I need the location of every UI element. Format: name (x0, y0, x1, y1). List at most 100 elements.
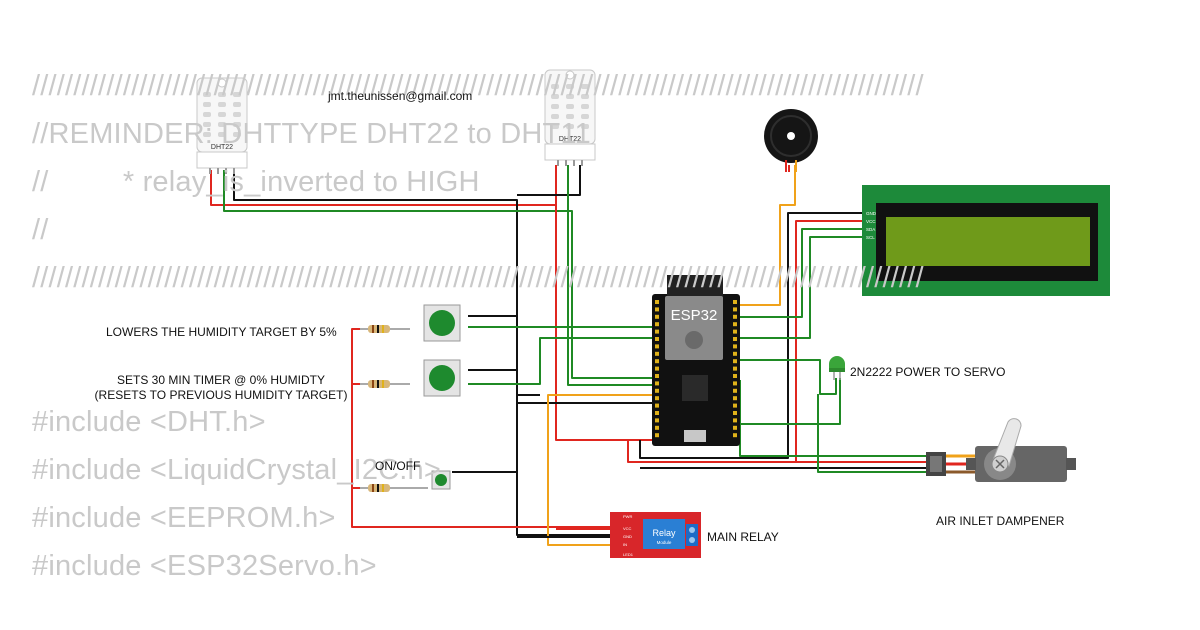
wire-dht1-data (223, 170, 658, 379)
resistor-1 (360, 325, 410, 333)
push-button-on-off[interactable] (431, 470, 451, 490)
esp32-pin (655, 329, 659, 334)
label-timer-line-1: SETS 30 MIN TIMER @ 0% HUMIDTY (117, 373, 325, 387)
esp32-pin (655, 388, 659, 393)
sensor2-label: DHT22 (559, 136, 581, 143)
esp32-pin (733, 366, 737, 371)
wire-lcd-sda (740, 228, 862, 318)
esp32-pin (655, 425, 659, 430)
wire-relay-in (547, 394, 658, 546)
wire-transistor-base (740, 359, 837, 395)
comment-line-1: ////////////////////////////////////////… (32, 70, 924, 102)
dht22-sensor-1[interactable]: DHT22 (196, 77, 248, 174)
wire-dht2-vcc (555, 165, 658, 441)
wire-dht2-data (567, 165, 658, 386)
relay-module[interactable]: Relay Module PWR VCC GND IN LED1 (610, 512, 701, 558)
wire-buzzer-sig (740, 165, 796, 306)
dht22-sensor-2[interactable]: DHT22 (544, 69, 596, 166)
wire-lcd-gnd (639, 212, 862, 459)
esp32-pin (655, 381, 659, 386)
esp32-pin (733, 411, 737, 415)
esp32-pin (733, 337, 737, 341)
wires (210, 165, 926, 546)
sensor1-label: DHT22 (211, 144, 233, 151)
label-relay: MAIN RELAY (707, 530, 779, 544)
include-line-3: #include <EEPROM.h> (32, 502, 336, 534)
wire-btn2-gpio (468, 337, 658, 385)
label-on-off: ON/OFF (375, 459, 421, 473)
comment-line-4: // (32, 214, 49, 246)
relay-pin-vcc: VCC (623, 526, 632, 531)
transistor-2n2222[interactable] (829, 356, 845, 380)
esp32-pin (655, 418, 659, 423)
esp32-pin (655, 351, 659, 356)
esp32-pin (655, 344, 659, 349)
comment-line-3: // * relay_is_inverted to HIGH (32, 166, 480, 198)
push-button-lower-humidity[interactable] (423, 304, 461, 342)
esp32-pin (655, 411, 659, 415)
servo-motor[interactable] (926, 418, 1076, 482)
esp32-pin (733, 322, 737, 327)
esp32-pin (733, 433, 737, 438)
buzzer[interactable] (764, 109, 818, 172)
relay-text-1: Relay (652, 528, 676, 538)
include-line-4: #include <ESP32Servo.h> (32, 550, 377, 582)
esp32-pin (733, 307, 737, 312)
esp32-pin (733, 403, 737, 408)
include-line-1: #include <DHT.h> (32, 406, 266, 438)
relay-text-2: Module (657, 540, 672, 545)
esp32-pin (733, 418, 737, 423)
esp32-pin (733, 425, 737, 430)
relay-pin-led1: LED1 (623, 552, 634, 557)
wire-servo-sig2 (739, 380, 926, 457)
esp32-board[interactable]: ESP32 (652, 275, 740, 446)
wire-transistor-emitter (740, 378, 841, 425)
wire-lcd-scl (740, 236, 862, 339)
lcd-pin-sda: SDA (866, 227, 875, 232)
relay-pin-in: IN (623, 542, 627, 547)
resistor-2 (360, 380, 410, 388)
esp32-pin (655, 433, 659, 438)
esp32-pin (655, 300, 659, 304)
push-button-timer[interactable] (423, 359, 461, 397)
comment-line-5: ////////////////////////////////////////… (32, 262, 924, 294)
label-servo: AIR INLET DAMPENER (936, 514, 1065, 528)
lcd-pin-vcc: VCC (866, 219, 876, 224)
wire-servo-ctrl (817, 394, 926, 473)
relay-pin-pwr: PWR (623, 514, 632, 519)
esp32-pin (655, 374, 659, 378)
label-transistor: 2N2222 POWER TO SERVO (850, 365, 1006, 379)
esp32-pin (655, 314, 659, 319)
esp32-pin (733, 329, 737, 334)
include-line-2: #include <LiquidCrystal_I2C.h> (32, 454, 442, 486)
esp32-pin (655, 337, 659, 341)
relay-pin-gnd: GND (623, 534, 632, 539)
esp32-pin (733, 381, 737, 386)
resistor-3 (360, 484, 428, 492)
esp32-pin (733, 344, 737, 349)
lcd-pin-gnd: GND (866, 211, 877, 216)
esp32-pin (655, 307, 659, 312)
esp32-pin (733, 300, 737, 304)
wire-pullup-rail (351, 328, 610, 528)
esp32-label: ESP32 (671, 307, 718, 324)
lcd-i2c-display[interactable]: GND VCC SDA SCL (862, 185, 1110, 296)
esp32-pin (733, 396, 737, 401)
esp32-pin (655, 366, 659, 371)
esp32-pin (655, 322, 659, 327)
esp32-pin (733, 351, 737, 356)
comment-line-2: //REMINDER: DHTTYPE DHT22 to DHT11 (32, 118, 591, 150)
esp32-pin (655, 359, 659, 364)
esp32-pin (733, 374, 737, 378)
esp32-pin (655, 403, 659, 408)
esp32-pin (733, 388, 737, 393)
lcd-pin-scl: SCL (866, 235, 875, 240)
wire-dht2-gnd (517, 165, 581, 196)
author-email: jmt.theunissen@gmail.com (328, 89, 473, 103)
esp32-pin (733, 359, 737, 364)
label-lower-humidity: LOWERS THE HUMIDITY TARGET BY 5% (106, 325, 337, 339)
esp32-pin (733, 314, 737, 319)
wire-dht1-vcc (210, 170, 555, 206)
esp32-pin (655, 396, 659, 401)
label-timer-line-2: (RESETS TO PREVIOUS HUMIDITY TARGET) (94, 388, 348, 402)
